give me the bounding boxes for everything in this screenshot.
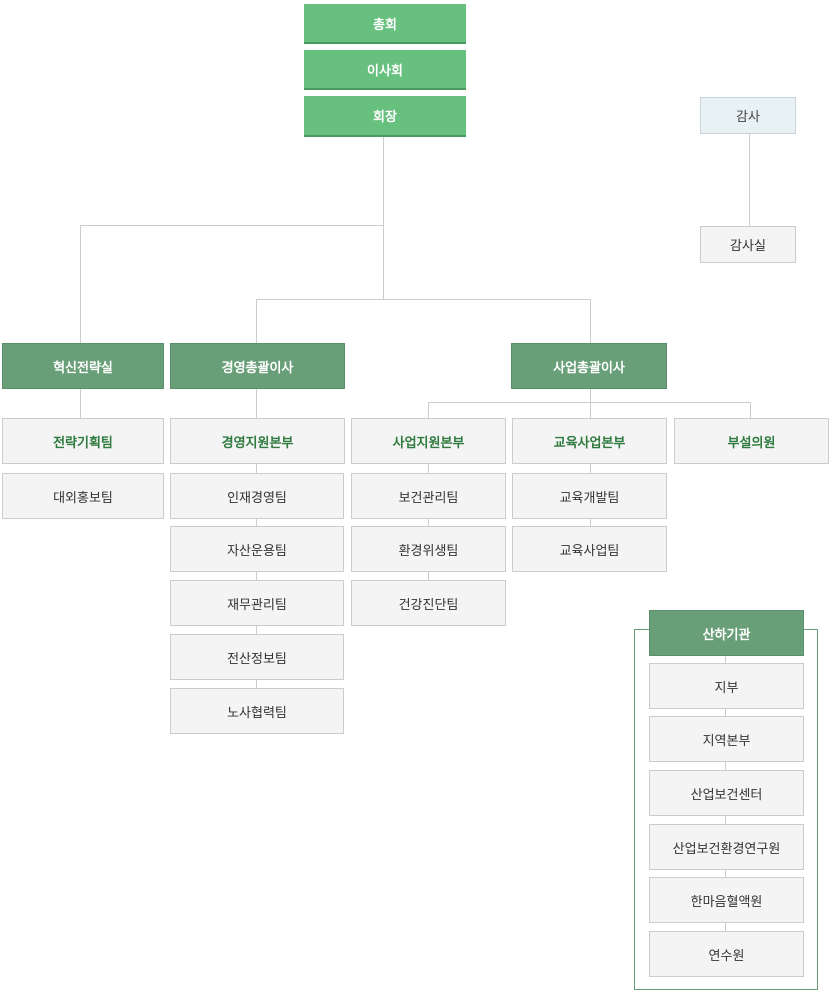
team-labor-relations[interactable]: 노사협력팀 [170,688,344,734]
audit-office-box[interactable]: 감사실 [700,226,796,263]
team-environmental-hygiene[interactable]: 환경위생팀 [351,526,506,572]
management-support-hq[interactable]: 경영지원본부 [170,418,345,464]
affiliate-research-institute[interactable]: 산업보건환경연구원 [649,824,804,870]
general-meeting-box[interactable]: 총회 [304,4,466,44]
affiliate-training-institute[interactable]: 연수원 [649,931,804,977]
team-education-business[interactable]: 교육사업팀 [512,526,667,572]
team-education-development[interactable]: 교육개발팀 [512,473,667,519]
team-it-information[interactable]: 전산정보팀 [170,634,344,680]
team-asset-management[interactable]: 자산운용팀 [170,526,344,572]
business-support-hq[interactable]: 사업지원본부 [351,418,506,464]
affiliate-regional-hq[interactable]: 지역본부 [649,716,804,762]
team-health-checkup[interactable]: 건강진단팀 [351,580,506,626]
management-director-box[interactable]: 경영총괄이사 [170,343,345,389]
auditor-box[interactable]: 감사 [700,97,796,134]
team-strategy-planning[interactable]: 전략기획팀 [2,418,164,464]
affiliate-branch[interactable]: 지부 [649,663,804,709]
affiliates-header[interactable]: 산하기관 [649,610,804,656]
affiliate-occupational-health-center[interactable]: 산업보건센터 [649,770,804,816]
team-hr-management[interactable]: 인재경영팀 [170,473,344,519]
team-health-management[interactable]: 보건관리팀 [351,473,506,519]
team-finance[interactable]: 재무관리팀 [170,580,344,626]
affiliate-blood-center[interactable]: 한마음혈액원 [649,877,804,923]
education-business-hq[interactable]: 교육사업본부 [512,418,667,464]
chairman-box[interactable]: 회장 [304,96,466,137]
team-public-relations[interactable]: 대외홍보팀 [2,473,164,519]
business-director-box[interactable]: 사업총괄이사 [511,343,667,389]
innovation-office-box[interactable]: 혁신전략실 [2,343,164,389]
board-box[interactable]: 이사회 [304,50,466,90]
affiliated-clinic[interactable]: 부설의원 [674,418,829,464]
